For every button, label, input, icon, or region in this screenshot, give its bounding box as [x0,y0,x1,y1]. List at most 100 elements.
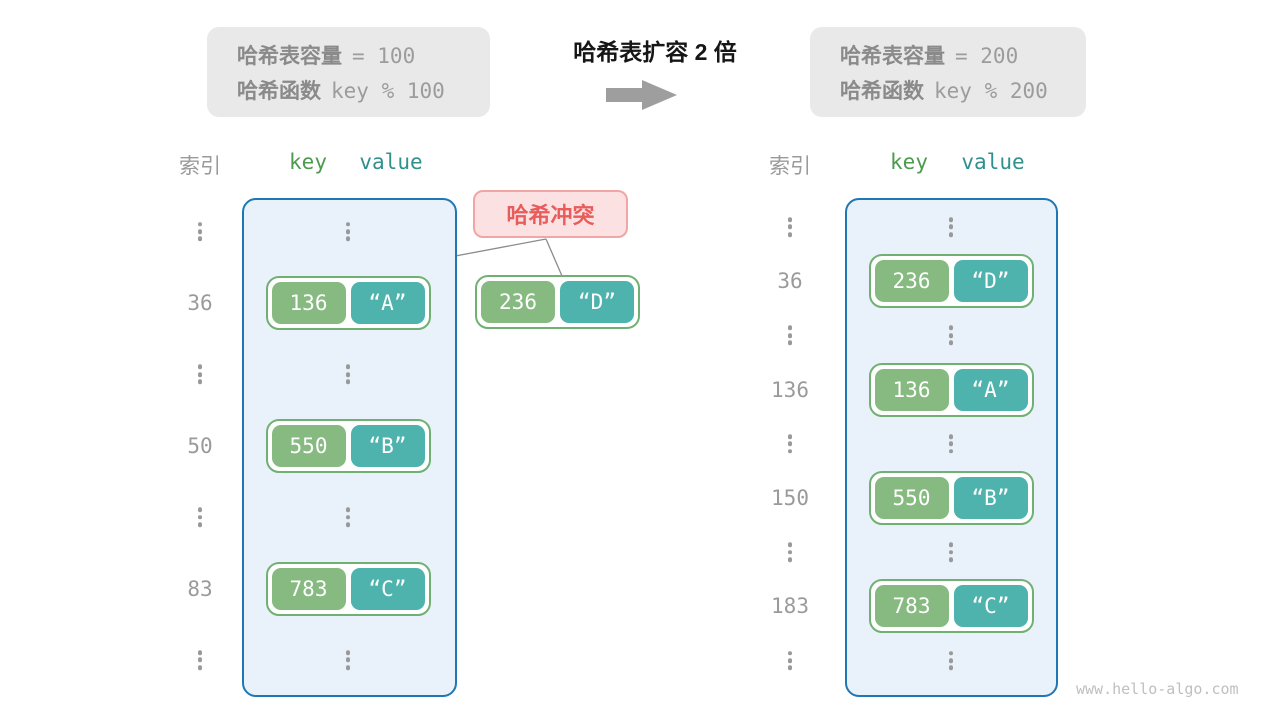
value-cell: “D” [953,260,1028,303]
key-cell: 783 [874,585,949,628]
key-cell: 136 [271,282,346,325]
index-ellipsis [170,507,230,528]
table-row [760,525,1060,579]
key-cell: 550 [271,424,346,467]
key-cell: 136 [874,368,949,411]
value-cell: “A” [350,282,425,325]
hash-function-line: 哈希函数 key % 200 [840,75,1086,110]
left-value-header: value [359,150,423,174]
index-ellipsis [760,542,820,563]
index-label: 150 [771,486,809,511]
key-value-pair: 550 “B” [868,471,1034,526]
left-index-header: 索引 [179,155,221,178]
capacity-label: 哈希表容量 [237,45,342,68]
hash-function-label: 哈希函数 [840,80,924,103]
hash-capacity-info-before: 哈希表容量 = 100 哈希函数 key % 100 [207,27,490,117]
index-ellipsis [760,217,820,237]
index-label: 36 [187,291,213,316]
index-ellipsis [760,325,820,346]
table-row [170,196,460,267]
index-ellipsis [760,434,820,454]
ellipsis-vertical-icon [193,650,207,670]
ellipsis-vertical-icon [783,325,797,346]
key-cell: 236 [874,260,949,303]
table-row: 136 136 “A” [760,362,1060,417]
ellipsis-vertical-icon [944,542,958,563]
ellipsis-vertical-icon [193,221,207,242]
ellipsis-vertical-icon [783,650,797,671]
ellipsis-vertical-icon [944,217,958,237]
hash-function-label: 哈希函数 [237,80,321,103]
index-label: 136 [771,377,809,402]
ellipsis-vertical-icon [944,325,958,346]
ellipsis-vertical-icon [193,364,207,385]
ellipsis-vertical-icon [783,542,797,563]
table-row [760,417,1060,471]
value-cell: “B” [350,424,425,467]
hash-collision-callout: 哈希冲突 [473,190,628,238]
ellipsis-vertical-icon [193,507,207,528]
right-key-header: key [890,150,928,174]
ellipsis-vertical-icon [783,217,797,237]
watermark-url: www.hello-algo.com [1076,680,1239,698]
index-ellipsis [170,364,230,385]
key-value-pair: 783 “C” [868,579,1034,634]
expand-title: 哈希表扩容 2 倍 [573,39,737,65]
table-row: 36 136 “A” [170,267,460,338]
value-cell: “C” [350,567,425,610]
key-value-pair: 550 “B” [265,418,431,473]
key-value-pair: 783 “C” [265,561,431,616]
table-row [170,482,460,553]
capacity-line: 哈希表容量 = 100 [237,40,490,75]
capacity-value: = 200 [955,44,1019,68]
ellipsis-vertical-icon [944,434,958,454]
table-row: 36 236 “D” [760,254,1060,309]
key-cell: 783 [271,567,346,610]
value-cell: “B” [953,477,1028,520]
index-label: 183 [771,594,809,619]
value-cell: “C” [953,585,1028,628]
ellipsis-vertical-icon [341,507,355,528]
table-row [170,624,460,695]
ellipsis-vertical-icon [944,650,958,671]
index-ellipsis [170,221,230,242]
index-label: 83 [187,576,213,601]
right-table-rows: 36 236 “D” 136 136 “A” [760,200,1060,688]
right-arrow-icon [606,80,677,115]
left-table-rows: 36 136 “A” 50 550 “B” [170,196,460,696]
capacity-label: 哈希表容量 [840,45,945,68]
colliding-key-value-pair: 236 “D” [475,275,640,329]
key-value-pair: 236 “D” [868,254,1034,309]
index-label: 50 [187,433,213,458]
index-ellipsis [760,650,820,671]
value-cell: “A” [953,368,1028,411]
table-row: 50 550 “B” [170,410,460,481]
table-row: 83 783 “C” [170,553,460,624]
key-value-pair: 136 “A” [868,362,1034,417]
table-row [760,634,1060,688]
hash-function-value: key % 200 [934,79,1048,103]
hash-function-value: key % 100 [331,79,445,103]
right-value-header: value [961,150,1025,174]
ellipsis-vertical-icon [341,364,355,385]
value-cell: “D” [560,281,634,323]
key-value-pair: 136 “A” [265,276,431,331]
table-row: 183 783 “C” [760,579,1060,634]
index-ellipsis [170,650,230,670]
table-row [760,308,1060,362]
ellipsis-vertical-icon [341,650,355,670]
table-row [170,339,460,410]
hash-function-line: 哈希函数 key % 100 [237,75,490,110]
table-row [760,200,1060,254]
ellipsis-vertical-icon [783,434,797,454]
right-index-header: 索引 [769,155,811,178]
key-cell: 550 [874,477,949,520]
ellipsis-vertical-icon [341,221,355,242]
capacity-line: 哈希表容量 = 200 [840,40,1086,75]
left-key-header: key [289,150,327,174]
index-label: 36 [777,269,803,294]
capacity-value: = 100 [352,44,416,68]
key-cell: 236 [481,281,555,323]
table-row: 150 550 “B” [760,471,1060,526]
